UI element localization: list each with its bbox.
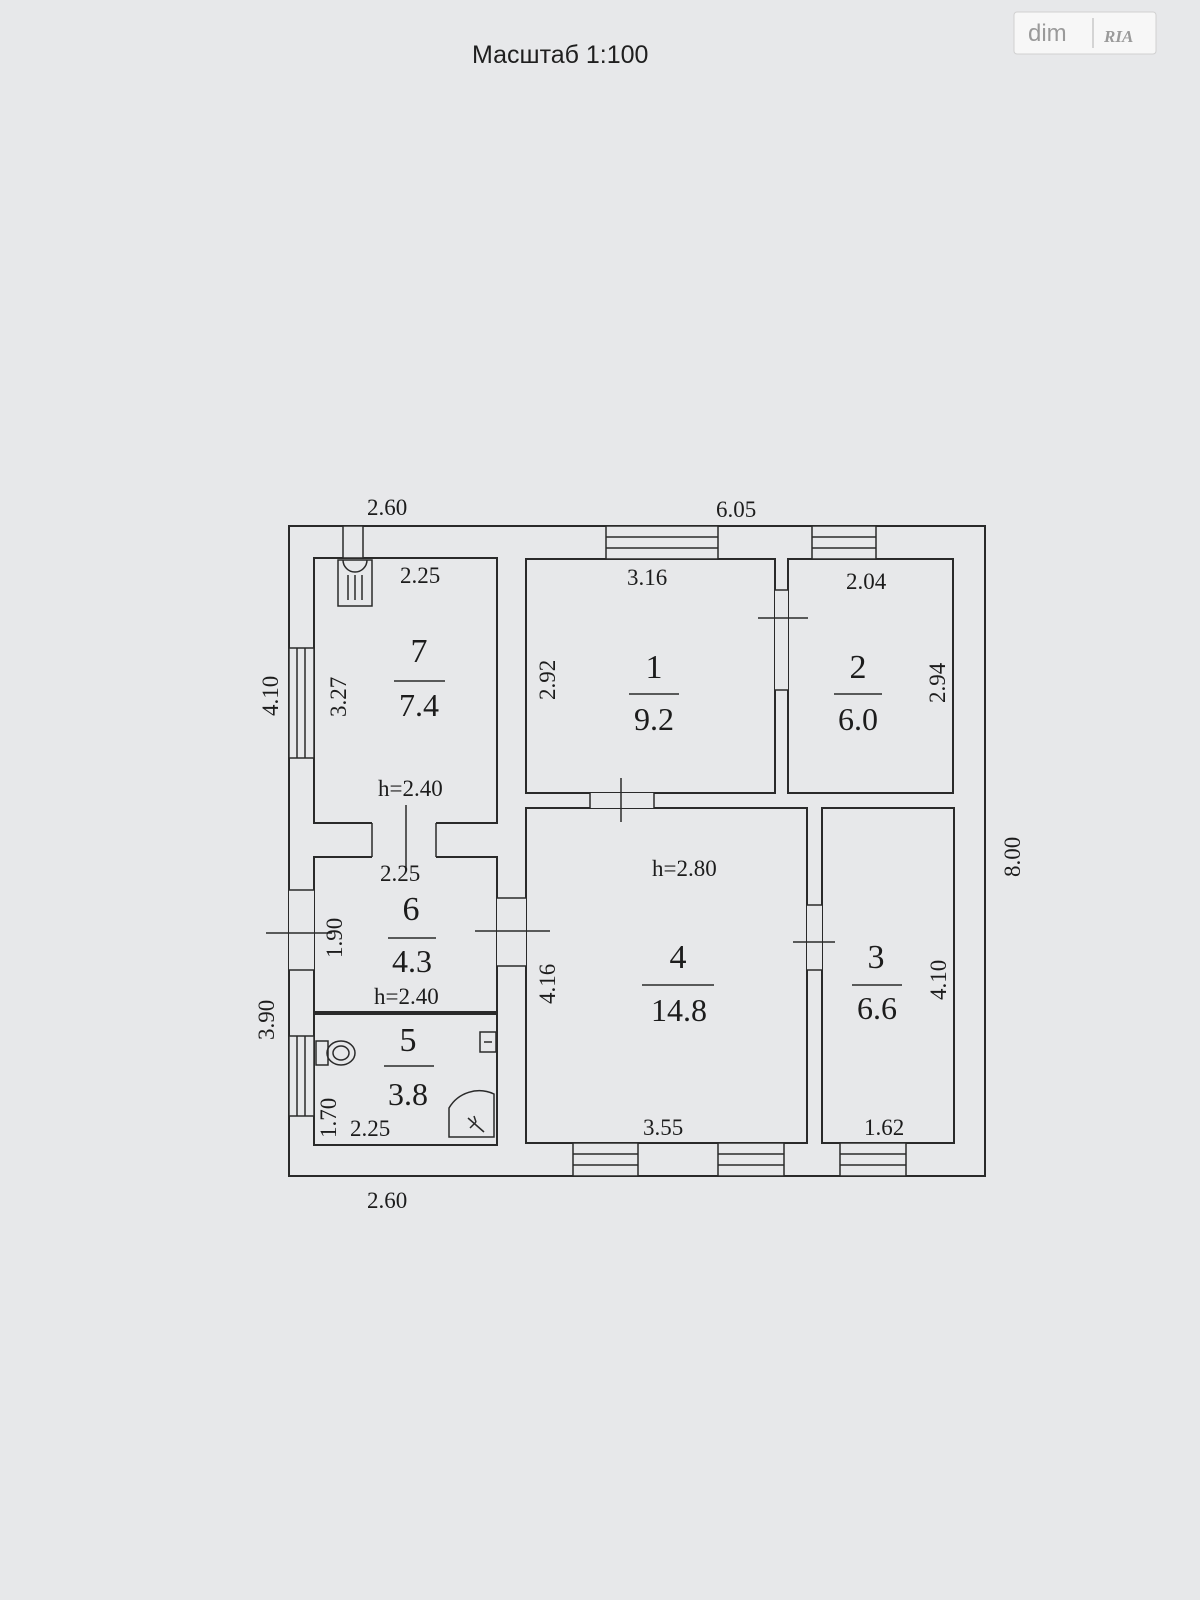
dim-ria-watermark: dim RIA	[1013, 11, 1157, 55]
room-5: 5 3.8 2.25 1.70	[316, 1022, 434, 1141]
room-6: 6 4.3 2.25 1.90 h=2.40	[322, 861, 439, 1009]
toilet-icon	[315, 1040, 356, 1066]
sink-icon	[479, 1031, 497, 1053]
room-2-width: 2.04	[846, 569, 887, 594]
room-2-area: 6.0	[838, 701, 878, 737]
room-4-height: h=2.80	[652, 856, 717, 881]
room-5-number: 5	[400, 1022, 417, 1059]
room-3: 3 6.6 1.62 4.10	[852, 939, 951, 1140]
room-2-length: 2.94	[925, 662, 950, 703]
outer-dimensions: 2.60 6.05 2.60 4.10 3.90 8.00	[254, 495, 1025, 1213]
room-1-width: 3.16	[627, 565, 667, 590]
room-6-width: 2.25	[380, 861, 420, 886]
room-1-area: 9.2	[634, 701, 674, 737]
room-3-width: 1.62	[864, 1115, 904, 1140]
window-left-room-7	[288, 647, 315, 759]
doors	[266, 589, 835, 971]
window-bottom-room-3	[839, 1142, 907, 1177]
dim-right: 8.00	[1000, 837, 1025, 877]
dim-left-lower: 3.90	[254, 1000, 279, 1040]
window-left-room-5	[288, 1035, 315, 1117]
room-6-area: 4.3	[392, 943, 432, 979]
vent-top-room-7	[342, 525, 364, 559]
room-4-outline	[525, 807, 808, 1144]
room-5-area: 3.8	[388, 1076, 428, 1112]
room-4-number: 4	[670, 939, 687, 976]
watermark-sub: RIA	[1103, 27, 1133, 46]
dim-left-upper: 4.10	[258, 676, 283, 716]
room-3-area: 6.6	[857, 990, 897, 1026]
room-6-number: 6	[403, 891, 420, 928]
room-1: 1 9.2 3.16 2.92	[535, 565, 679, 737]
dim-top-left: 2.60	[367, 495, 407, 520]
room-1-number: 1	[646, 649, 663, 686]
room-3-number: 3	[868, 939, 885, 976]
window-bottom-room-4-b	[717, 1142, 785, 1177]
room-4-length: 4.16	[535, 964, 560, 1004]
room-2-number: 2	[850, 649, 867, 686]
room-5-length: 1.70	[316, 1098, 341, 1138]
room-7-number: 7	[411, 633, 428, 670]
dim-top-right: 6.05	[716, 497, 756, 522]
room-6-height: h=2.40	[374, 984, 439, 1009]
room-4: 4 14.8 h=2.80 3.55 4.16	[535, 856, 717, 1140]
watermark-brand: dim	[1028, 20, 1067, 47]
room-7-height: h=2.40	[378, 776, 443, 801]
dim-bottom: 2.60	[367, 1188, 407, 1213]
room-3-length: 4.10	[926, 960, 951, 1000]
fixtures	[315, 559, 497, 1138]
window-top-room-1	[605, 525, 719, 560]
room-7: 7 7.4 2.25 3.27 h=2.40	[326, 563, 445, 801]
scale-title: Масштаб 1:100	[472, 41, 648, 69]
shower-icon	[448, 1089, 495, 1138]
window-bottom-room-4-a	[572, 1142, 639, 1177]
room-4-area: 14.8	[651, 992, 707, 1028]
room-5-width: 2.25	[350, 1116, 390, 1141]
room-6-length: 1.90	[322, 918, 347, 958]
room-1-length: 2.92	[535, 660, 560, 700]
room-2: 2 6.0 2.04 2.94	[834, 569, 950, 737]
windows	[288, 525, 907, 1177]
room-7-width: 2.25	[400, 563, 440, 588]
window-top-room-2	[811, 525, 877, 560]
room-7-area: 7.4	[399, 687, 439, 723]
room-7-length: 3.27	[326, 677, 351, 717]
room-4-width: 3.55	[643, 1115, 683, 1140]
boiler-icon	[337, 559, 373, 607]
watermark-box	[1013, 11, 1157, 55]
